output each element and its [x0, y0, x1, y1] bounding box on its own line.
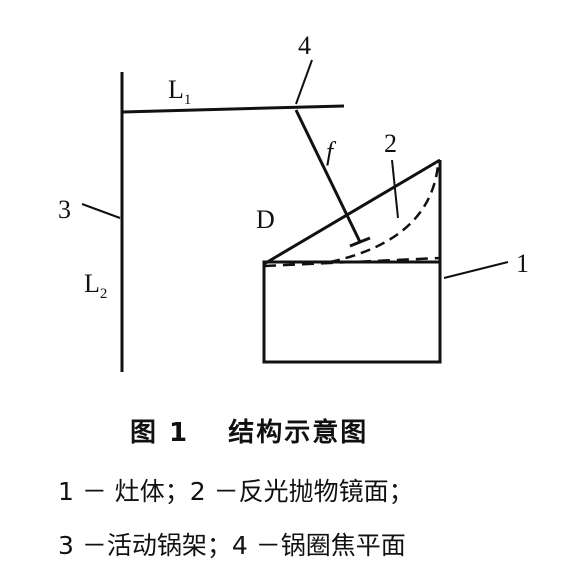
- figure-caption: 图 1 结构示意图: [130, 418, 369, 448]
- leader-2: [391, 159, 399, 219]
- legend-line-1: 1 － 灶体；2 －反光抛物镜面；: [58, 477, 414, 506]
- leader-3: [81, 203, 121, 219]
- leader-4: [295, 59, 313, 105]
- stove-body: [262, 260, 442, 364]
- label-l2: L2: [84, 269, 107, 302]
- stove-top-edge-dashed: [263, 256, 441, 268]
- label-3: 3: [58, 195, 71, 224]
- legend-line-2: 3 －活动锅架；4 －锅圈焦平面: [58, 531, 406, 560]
- label-1: 1: [516, 249, 529, 278]
- leader-1: [443, 261, 509, 279]
- focal-plane-line: [121, 104, 345, 114]
- reflector-top-edge: [263, 158, 441, 266]
- parabolic-mirror-curve: [329, 164, 440, 264]
- label-l1: L1: [168, 75, 191, 108]
- label-4: 4: [298, 31, 311, 60]
- label-2: 2: [384, 129, 397, 158]
- label-f: f: [326, 137, 337, 166]
- label-d: D: [256, 205, 275, 234]
- focal-line-tick: [349, 236, 371, 248]
- focal-line: [294, 109, 362, 243]
